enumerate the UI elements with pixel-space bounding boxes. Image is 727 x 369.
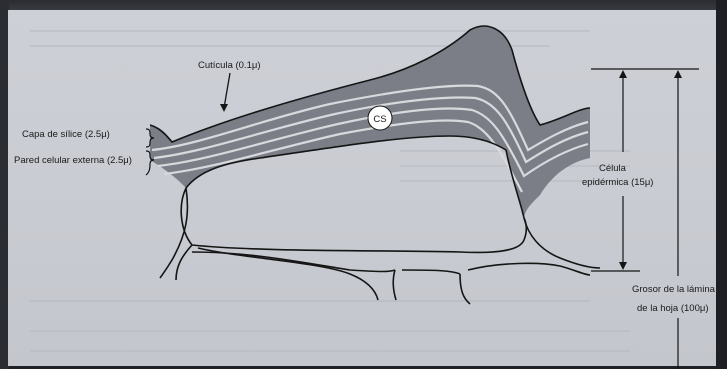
thickness-arrow-up-icon (674, 70, 682, 78)
celula-label-line2: epidérmica (15μ) (582, 177, 653, 188)
epidermal-cell-outline (181, 188, 526, 253)
capa-silice-annotation: Capa de sílice (2.5μ) (22, 129, 154, 147)
pared-celular-label: Pared celular externa (2.5μ) (14, 155, 132, 166)
cuticula-label: Cutícula (0.1μ) (198, 60, 261, 71)
celula-label-line1: Célula (599, 163, 627, 174)
cuticula-arrow-icon (220, 104, 228, 112)
cs-marker: CS (368, 106, 392, 130)
capa-silice-label: Capa de sílice (2.5μ) (22, 129, 110, 140)
cuticula-annotation: Cutícula (0.1μ) (198, 60, 261, 112)
pared-celular-annotation: Pared celular externa (2.5μ) (14, 151, 154, 175)
grosor-label-line2: de la hoja (100μ) (637, 303, 709, 314)
grosor-dimension: Grosor de la lámina de la hoja (100μ) (632, 70, 716, 369)
cs-label: CS (373, 114, 386, 125)
celula-dimension: Célula epidérmica (15μ) (582, 69, 699, 271)
arrow-up-icon (619, 70, 627, 78)
arrow-down-icon (619, 262, 627, 270)
grosor-label-line1: Grosor de la lámina (632, 284, 716, 295)
